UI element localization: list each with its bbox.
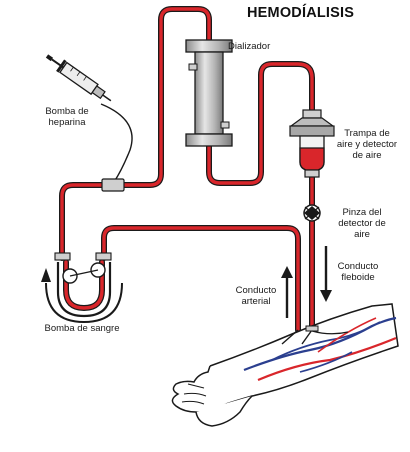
arterial-flow-arrow bbox=[281, 266, 293, 318]
label-conducto-fleboide: Conducto fleboide bbox=[337, 261, 379, 283]
blood-tubing bbox=[59, 6, 315, 333]
heparin-syringe-icon bbox=[45, 54, 112, 102]
heparin-connector bbox=[101, 178, 125, 192]
heparin-line bbox=[100, 103, 133, 183]
blood-pump-icon bbox=[41, 252, 123, 324]
air-detector-clamp-icon bbox=[303, 204, 321, 222]
patient-arm-illustration bbox=[171, 303, 399, 427]
label-conducto-arterial: Conducto arterial bbox=[235, 285, 277, 307]
label-bomba-heparina: Bomba de heparina bbox=[45, 106, 89, 128]
page-title: HEMODÍALISIS bbox=[247, 5, 355, 21]
label-dializador: Dializador bbox=[228, 41, 271, 52]
air-trap-icon bbox=[289, 109, 335, 178]
label-bomba-sangre: Bomba de sangre bbox=[44, 323, 120, 334]
venous-flow-arrow bbox=[320, 246, 332, 302]
dialyzer-icon bbox=[185, 39, 233, 147]
label-pinza-detector: Pinza del detector de aire bbox=[338, 207, 386, 240]
label-trampa-aire: Trampa de aire y detector de aire bbox=[336, 128, 398, 161]
